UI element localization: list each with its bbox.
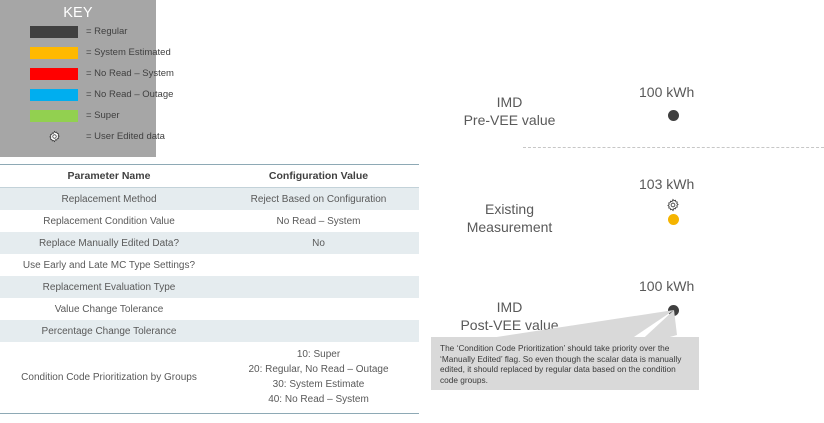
key-title: KEY	[63, 5, 93, 21]
color-swatch-super	[30, 109, 78, 122]
stage-label-line2: Measurement	[466, 219, 553, 235]
stage-label-line1: Existing	[484, 201, 535, 217]
key-item-super: = Super	[0, 106, 156, 126]
cell-parameter-name: Percentage Change Tolerance	[0, 320, 218, 342]
marker-dot-existing	[668, 214, 679, 225]
table-row: Replacement Evaluation Type	[0, 276, 419, 298]
table-header-row: Parameter Name Configuration Value	[0, 164, 419, 188]
marker-dot-pre-vee	[668, 110, 679, 121]
key-item-label: = System Estimated	[86, 46, 171, 58]
vee-flow-diagram: IMD Pre-VEE value 100 kWh 103 kWh Existi…	[419, 0, 824, 423]
color-swatch-system-estimated	[30, 46, 78, 59]
stage-value-pre-vee: 100 kWh	[639, 84, 695, 100]
cell-parameter-name: Use Early and Late MC Type Settings?	[0, 254, 218, 276]
cell-configuration-value: No	[218, 232, 419, 254]
cell-parameter-name: Value Change Tolerance	[0, 298, 218, 320]
table-row: Percentage Change Tolerance	[0, 320, 419, 342]
stage-label-line1: IMD	[496, 299, 523, 315]
cell-parameter-name: Replacement Method	[0, 187, 218, 210]
stage-label-line2: Post-VEE value	[460, 317, 559, 333]
cell-parameter-name: Condition Code Prioritization by Groups	[0, 342, 218, 414]
section-divider	[523, 147, 824, 148]
key-item-label: = No Read – Outage	[86, 88, 174, 100]
table-row: Replacement Condition Value No Read – Sy…	[0, 210, 419, 232]
callout-text: The ‘Condition Code Prioritization’ shou…	[440, 343, 682, 385]
gear-icon	[30, 130, 78, 143]
key-legend-panel: KEY = Regular = System Estimated = No Re…	[0, 0, 174, 157]
configuration-table: Parameter Name Configuration Value Repla…	[0, 164, 419, 414]
stage-label-line2: Pre-VEE value	[463, 112, 556, 128]
key-item-user-edited: = User Edited data	[0, 127, 165, 147]
cell-configuration-value	[218, 276, 419, 298]
cell-configuration-value	[218, 298, 419, 320]
key-item-label: = No Read – System	[86, 67, 174, 79]
cell-configuration-value	[218, 320, 419, 342]
key-item-no-read-system: = No Read – System	[0, 64, 174, 84]
cell-configuration-value: Reject Based on Configuration	[218, 187, 419, 210]
color-swatch-no-read-outage	[30, 88, 78, 101]
stage-label-pre-vee: IMD Pre-VEE value	[427, 93, 592, 129]
stage-value-post-vee: 100 kWh	[639, 278, 695, 294]
key-item-system-estimated: = System Estimated	[0, 43, 171, 63]
cell-parameter-name: Replacement Condition Value	[0, 210, 218, 232]
cell-parameter-name: Replacement Evaluation Type	[0, 276, 218, 298]
stage-label-post-vee: IMD Post-VEE value	[427, 298, 592, 334]
column-header-configuration-value: Configuration Value	[218, 164, 419, 188]
key-item-label: = Regular	[86, 25, 128, 37]
table-row: Replace Manually Edited Data? No	[0, 232, 419, 254]
key-item-regular: = Regular	[0, 22, 156, 42]
stage-label-line1: IMD	[496, 94, 523, 110]
column-header-parameter-name: Parameter Name	[0, 164, 218, 188]
cell-configuration-value: No Read – System	[218, 210, 419, 232]
stage-value-existing: 103 kWh	[639, 176, 695, 192]
table-row: Value Change Tolerance	[0, 298, 419, 320]
stage-label-existing: Existing Measurement	[427, 200, 592, 236]
color-swatch-regular	[30, 25, 78, 38]
callout-annotation: The ‘Condition Code Prioritization’ shou…	[419, 290, 824, 400]
callout-box: The ‘Condition Code Prioritization’ shou…	[431, 337, 699, 390]
table-row: Replacement Method Reject Based on Confi…	[0, 187, 419, 210]
table-row: Condition Code Prioritization by Groups …	[0, 342, 419, 414]
cell-configuration-value	[218, 254, 419, 276]
key-item-label: = Super	[86, 109, 120, 121]
cell-parameter-name: Replace Manually Edited Data?	[0, 232, 218, 254]
table-row: Use Early and Late MC Type Settings?	[0, 254, 419, 276]
key-item-no-read-outage: = No Read – Outage	[0, 85, 173, 105]
key-item-label: = User Edited data	[86, 130, 165, 142]
gear-icon-existing	[666, 198, 680, 217]
color-swatch-no-read-system	[30, 67, 78, 80]
